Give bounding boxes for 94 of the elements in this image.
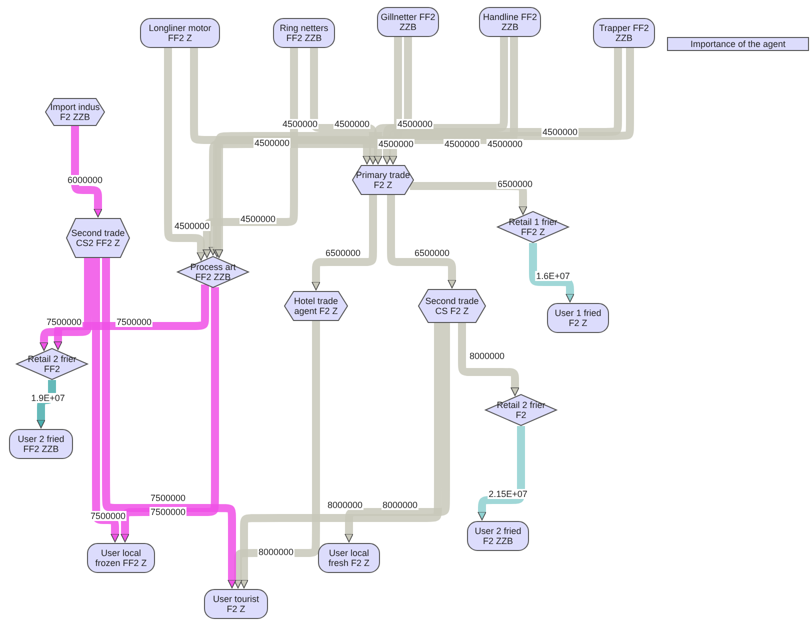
- edge-label: 4500000: [541, 127, 579, 137]
- node-label: Hotel trade agent F2 Z: [292, 296, 340, 316]
- flow-arrow: [208, 37, 402, 256]
- node-label: Trapper FF2 ZZB: [598, 23, 650, 43]
- edge-label: 6500000: [496, 179, 534, 189]
- flow-arrow: [312, 195, 377, 290]
- edge-label: 1.9E+07: [30, 393, 66, 403]
- edge-label: 6000000: [66, 175, 104, 185]
- edge-label: 2.15E+07: [488, 489, 528, 499]
- node-label: Process art FF2 ZZB: [189, 262, 237, 282]
- retail-diamond: [177, 256, 249, 288]
- edge-label: 4500000: [173, 221, 211, 231]
- edge-label: 4500000: [396, 119, 434, 129]
- flow-arrow: [120, 287, 219, 542]
- flow-arrow: [214, 48, 634, 258]
- flow-arrow: [102, 258, 236, 588]
- node-label: Import indus F2 ZZB: [49, 102, 101, 122]
- edge-label: 8000000: [468, 351, 506, 361]
- edge-label: 6500000: [413, 248, 451, 258]
- flow-arrow: [234, 321, 320, 588]
- edge-label: 4500000: [377, 139, 415, 149]
- flow-arrow: [374, 37, 412, 164]
- flow-arrow: [382, 37, 508, 164]
- agent-node: [467, 521, 529, 551]
- flow-arrow: [212, 37, 518, 258]
- edge-label: 8000000: [326, 500, 364, 510]
- node-label: Primary trade F2 Z: [355, 170, 411, 190]
- node-label: Retail 2 frier FF2: [26, 354, 78, 374]
- flow-arrow: [164, 48, 206, 261]
- edge-label: 4500000: [486, 139, 524, 149]
- edge-label: 1.6E+07: [535, 271, 571, 281]
- flow-arrow: [344, 323, 450, 542]
- agent-node: [87, 543, 155, 573]
- agent-node: [593, 18, 655, 48]
- flow-arrow: [310, 48, 378, 164]
- flow-arrow: [387, 195, 456, 288]
- node-label: Second trade CS F2 Z: [424, 296, 480, 316]
- edge-label: 7500000: [149, 507, 187, 517]
- flow-arrow: [388, 48, 622, 164]
- flow-arrow: [36, 378, 56, 428]
- edge-label: 4500000: [281, 119, 319, 129]
- edge-label: 8000000: [257, 547, 295, 557]
- flow-arrow: [202, 48, 298, 258]
- flow-arrow: [478, 426, 525, 520]
- trade-hexagon: [45, 98, 105, 126]
- agent-node: [140, 18, 220, 48]
- node-label: User local frozen FF2 Z: [94, 548, 148, 568]
- retail-diamond: [485, 394, 557, 426]
- edge-label: 4500000: [253, 138, 291, 148]
- node-label: Second trade CS2 FF2 Z: [70, 228, 126, 248]
- node-label: User 1 fried F2 Z: [554, 308, 602, 328]
- edge-label: 4500000: [443, 139, 481, 149]
- flow-arrow: [190, 48, 372, 164]
- node-label: User 2 fried FF2 ZZB: [16, 434, 66, 454]
- agent-node: [204, 589, 268, 619]
- node-label: User 2 fried F2 ZZB: [474, 526, 522, 546]
- edge-label: 7500000: [45, 317, 83, 327]
- agent-node: [273, 18, 335, 48]
- node-label: Importance of the agent: [690, 39, 786, 49]
- agent-node: [479, 7, 541, 37]
- retail-diamond: [16, 348, 88, 380]
- edge-label: 7500000: [89, 511, 127, 521]
- node-label: Longliner motor FF2 Z: [148, 23, 212, 43]
- trade-hexagon: [418, 289, 486, 323]
- node-label: Ring netters FF2 ZZB: [278, 23, 330, 43]
- flow-arrow: [458, 323, 520, 396]
- node-label: Retail 2 frier F2: [496, 400, 546, 420]
- flow-arrow: [54, 284, 209, 350]
- agent-node: [377, 7, 439, 37]
- retail-diamond: [497, 211, 569, 243]
- node-label: Retail 1 frier FF2 Z: [508, 217, 558, 237]
- edge-label: 4500000: [333, 119, 371, 129]
- edge-label: 7500000: [115, 317, 153, 327]
- trade-hexagon: [352, 165, 414, 195]
- edge-label: 4500000: [239, 214, 277, 224]
- node-label: User local fresh F2 Z: [327, 548, 370, 568]
- node-label: Gillnetter FF2 ZZB: [380, 12, 436, 32]
- legend-box: [667, 37, 809, 51]
- edge-label: 6500000: [324, 248, 362, 258]
- flow-arrow: [92, 258, 120, 542]
- trade-hexagon: [284, 291, 348, 321]
- trade-hexagon: [66, 218, 130, 258]
- agent-node: [318, 543, 380, 573]
- node-label: User tourist F2 Z: [212, 594, 260, 614]
- edge-label: 8000000: [381, 500, 419, 510]
- flow-arrow: [240, 323, 442, 588]
- node-label: Handline FF2 ZZB: [482, 12, 538, 32]
- flow-arrow: [71, 126, 102, 218]
- edge-label: 7500000: [149, 493, 187, 503]
- flow-arrow: [529, 243, 574, 302]
- flow-arrow: [410, 182, 528, 215]
- agent-node: [9, 429, 73, 459]
- agent-node: [547, 303, 609, 333]
- flow-arrow: [40, 258, 92, 351]
